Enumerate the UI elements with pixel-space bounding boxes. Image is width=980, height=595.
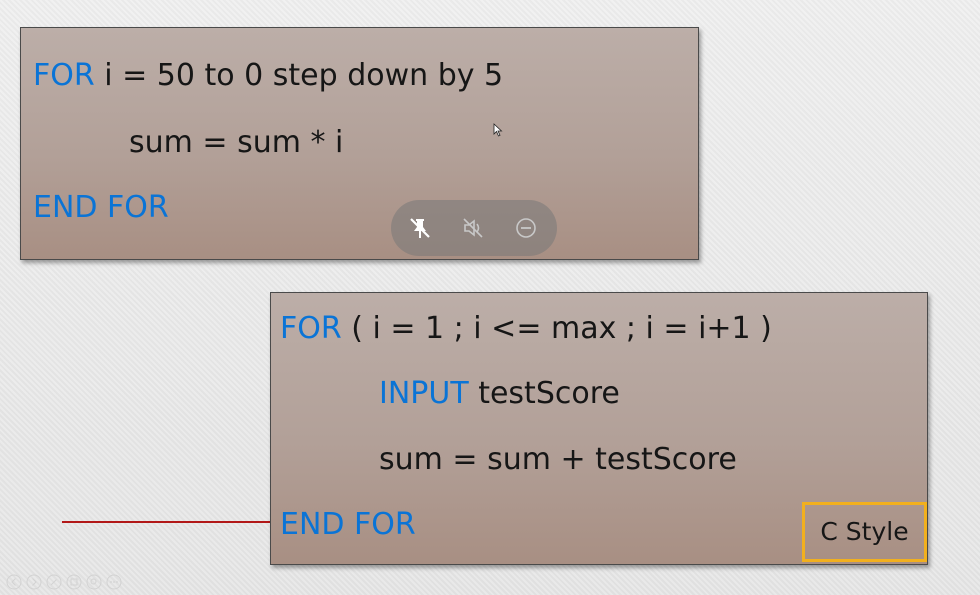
- keyword: FOR: [33, 58, 95, 93]
- pen-icon[interactable]: [46, 574, 62, 590]
- previous-icon[interactable]: [6, 574, 22, 590]
- code-text: ( i = 1 ; i <= max ; i = i+1 ): [341, 311, 772, 346]
- more-options-icon[interactable]: [106, 574, 122, 590]
- c-style-label: C Style: [802, 502, 927, 562]
- connector-line: [62, 521, 270, 523]
- slides-icon[interactable]: [66, 574, 82, 590]
- code-line: FOR i = 50 to 0 step down by 5: [33, 58, 503, 94]
- keyword: FOR: [280, 311, 342, 346]
- code-text: testScore: [468, 376, 620, 411]
- keyword: END FOR: [33, 190, 169, 225]
- next-icon[interactable]: [26, 574, 42, 590]
- mouse-cursor-icon: [493, 122, 503, 137]
- zoom-icon[interactable]: [86, 574, 102, 590]
- mute-icon[interactable]: [459, 214, 487, 242]
- pin-off-icon[interactable]: [406, 214, 434, 242]
- code-text: sum = sum * i: [129, 125, 344, 160]
- keyword: END FOR: [280, 507, 416, 542]
- code-line: FOR ( i = 1 ; i <= max ; i = i+1 ): [280, 311, 772, 347]
- presentation-toolbar: [391, 200, 557, 256]
- minus-circle-icon[interactable]: [512, 214, 540, 242]
- keyword: INPUT: [379, 376, 469, 411]
- code-line: END FOR: [280, 507, 416, 543]
- code-line: sum = sum * i: [129, 125, 343, 161]
- code-line: INPUT testScore: [379, 376, 620, 412]
- code-block-c-style: FOR ( i = 1 ; i <= max ; i = i+1 ) INPUT…: [270, 292, 928, 565]
- slideshow-nav-bar: [0, 571, 210, 593]
- code-line: END FOR: [33, 190, 169, 226]
- code-line: sum = sum + testScore: [379, 442, 737, 478]
- code-text: i = 50 to 0 step down by 5: [94, 58, 504, 93]
- code-text: sum = sum + testScore: [379, 442, 737, 477]
- code-block-step-down: FOR i = 50 to 0 step down by 5 sum = sum…: [20, 27, 699, 260]
